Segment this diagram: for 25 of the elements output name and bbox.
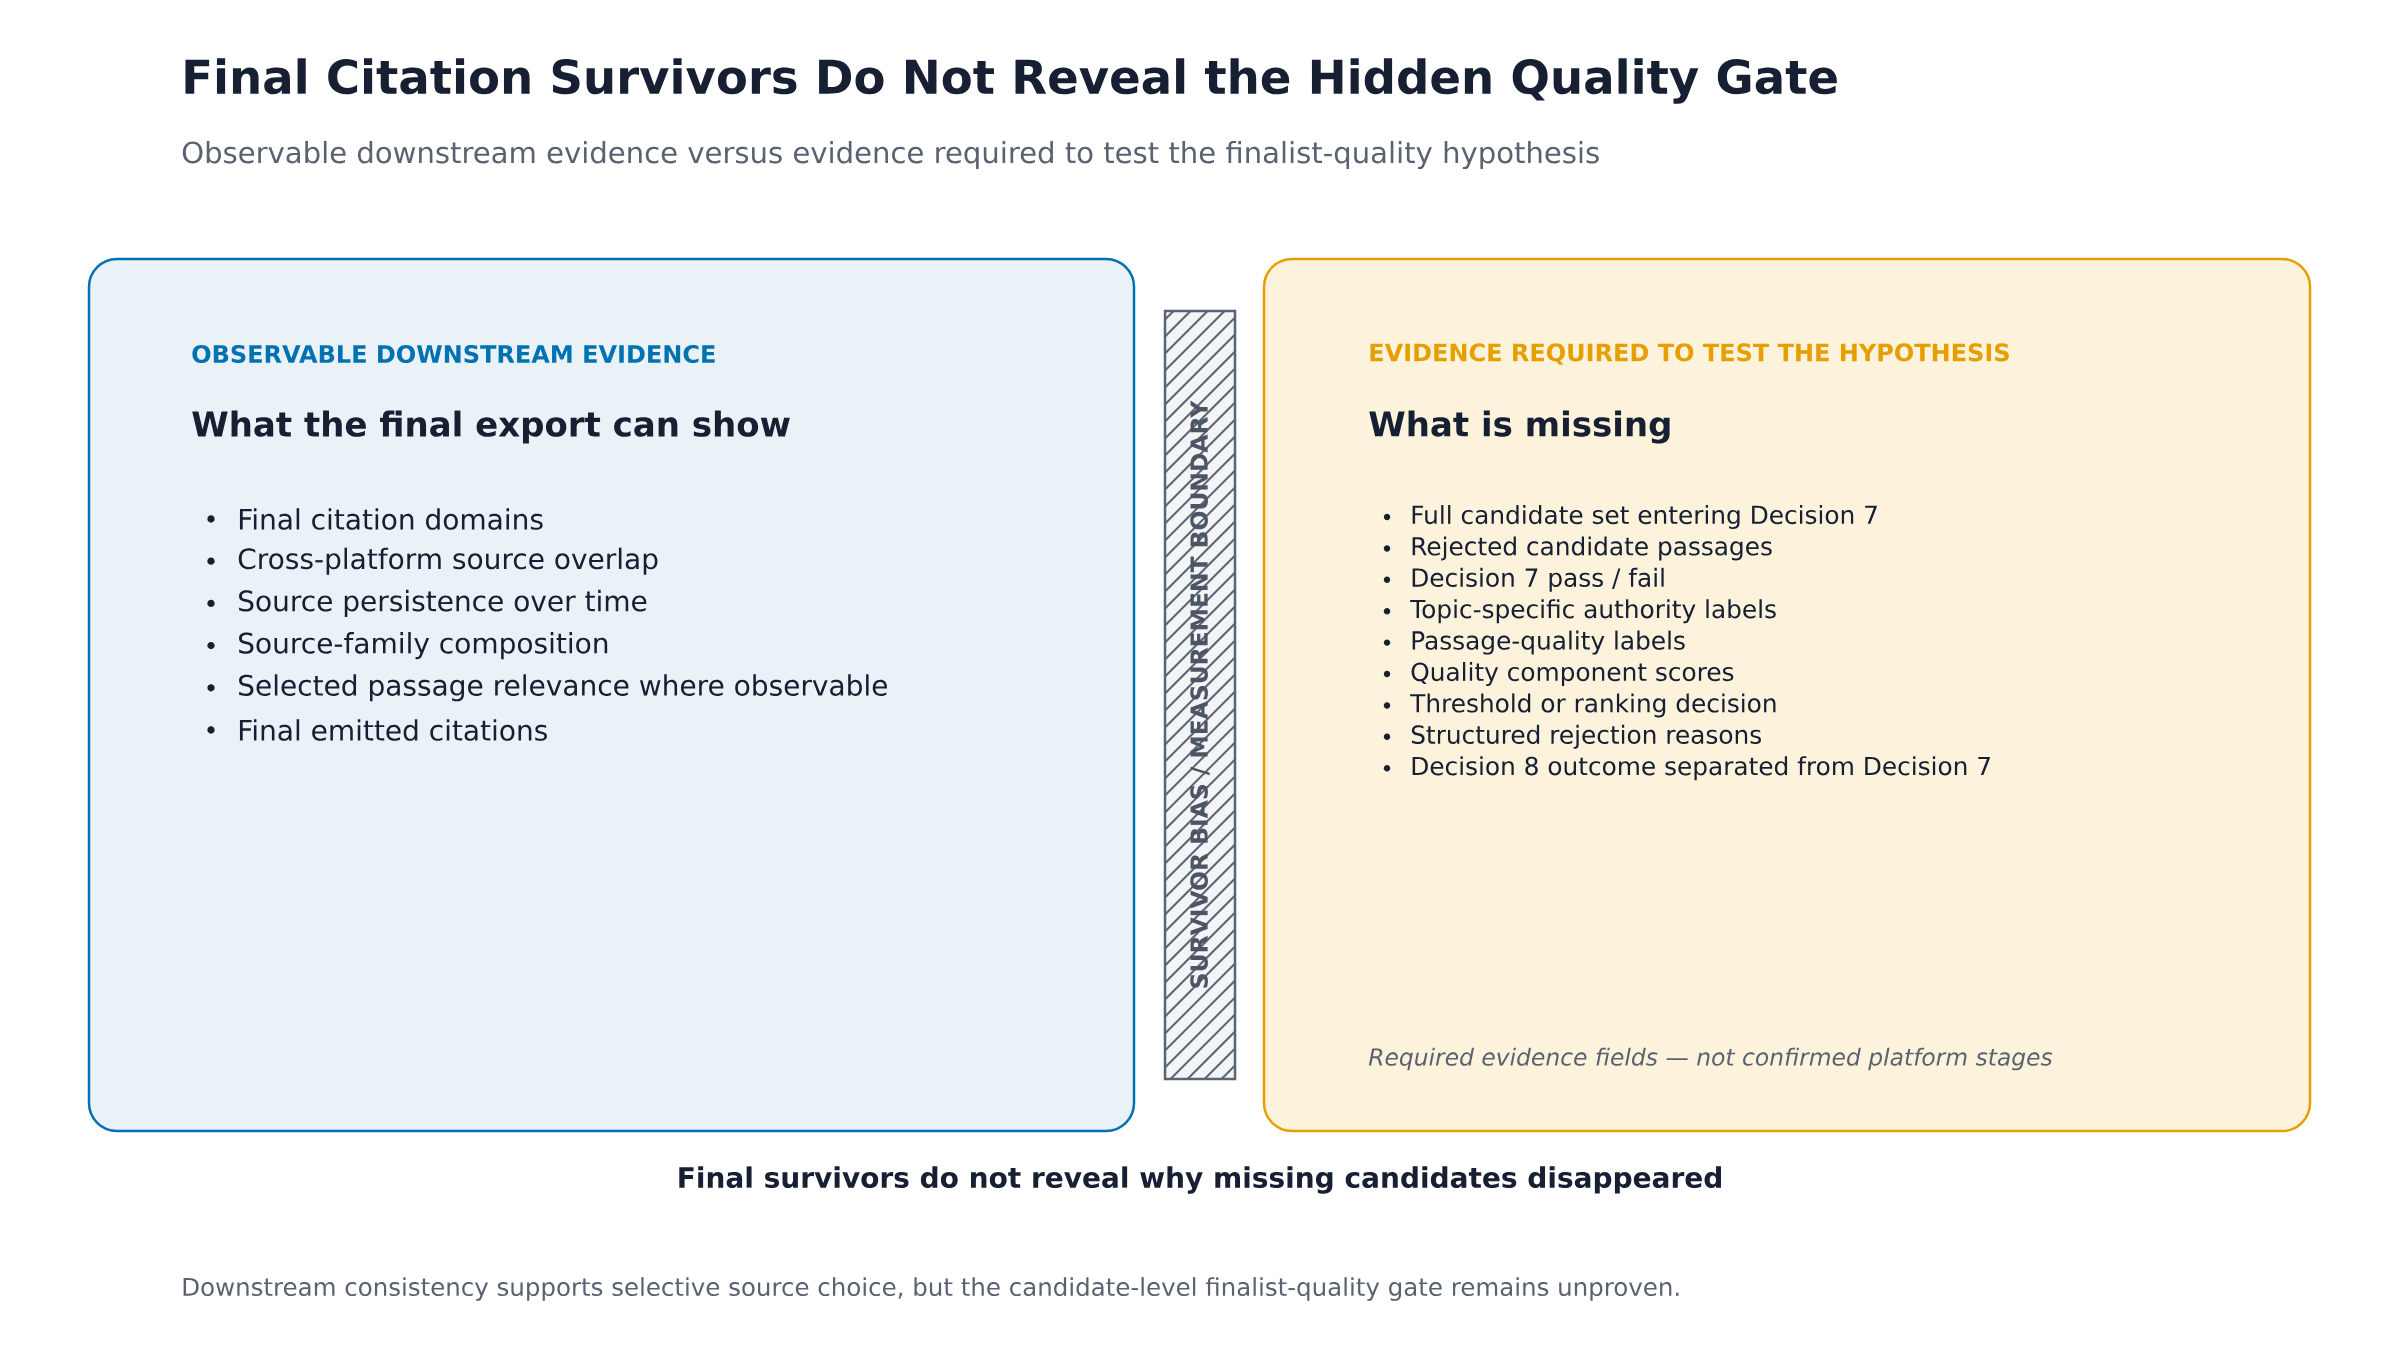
- bullet-item: Source persistence over time: [239, 589, 647, 617]
- footnote: Downstream consistency supports selective source choice, but the candidate-level finalist-quality gate remains unproven.: [183, 1277, 1679, 1301]
- bullet-item: Decision 7 pass / fail: [1412, 567, 1664, 592]
- bullet-item: Quality component scores: [1411, 662, 1734, 686]
- summary-statement: Final survivors do not reveal why missing candidates disappeared: [679, 1166, 1721, 1194]
- bullet-item: Topic-specific authority labels: [1410, 599, 1776, 624]
- section-tag: EVIDENCE REQUIRED TO TEST THE HYPOTHESIS: [1370, 343, 2009, 365]
- bullet-item: Full candidate set entering Decision 7: [1412, 505, 1877, 529]
- bullet-item: Structured rejection reasons: [1411, 724, 1761, 749]
- bullet-item: Rejected candidate passages: [1412, 536, 1772, 561]
- subtitle: Observable downstream evidence versus evidence required to test the finalist-quality hypothesis: [182, 140, 1599, 170]
- note: Required evidence fields — not confirmed platform stages: [1368, 1047, 2053, 1071]
- bullet-item: Cross-platform source overlap: [238, 547, 658, 575]
- title: Final Citation Survivors Do Not Reveal the Hidden Quality Gate: [185, 58, 1837, 104]
- section-tag: OBSERVABLE DOWNSTREAM EVIDENCE: [192, 344, 715, 364]
- bullet-item: Final emitted citations: [239, 719, 547, 741]
- panel-heading: What the final export can show: [192, 410, 790, 444]
- bullet-item: Final citation domains: [239, 508, 543, 530]
- bullet-item: Threshold or ranking decision: [1410, 693, 1776, 718]
- bullet-item: Source-family composition: [239, 632, 608, 660]
- bullet-item: Decision 8 outcome separated from Decision 7: [1412, 756, 1990, 781]
- bullet-item: Selected passage relevance where observable: [239, 674, 887, 702]
- panel-heading: What is missing: [1369, 410, 1670, 444]
- bullet-item: Passage-quality labels: [1412, 630, 1685, 655]
- boundary-bar: SURVIVOR BIAS / MEASUREMENT BOUNDARY: [1163, 309, 1237, 1081]
